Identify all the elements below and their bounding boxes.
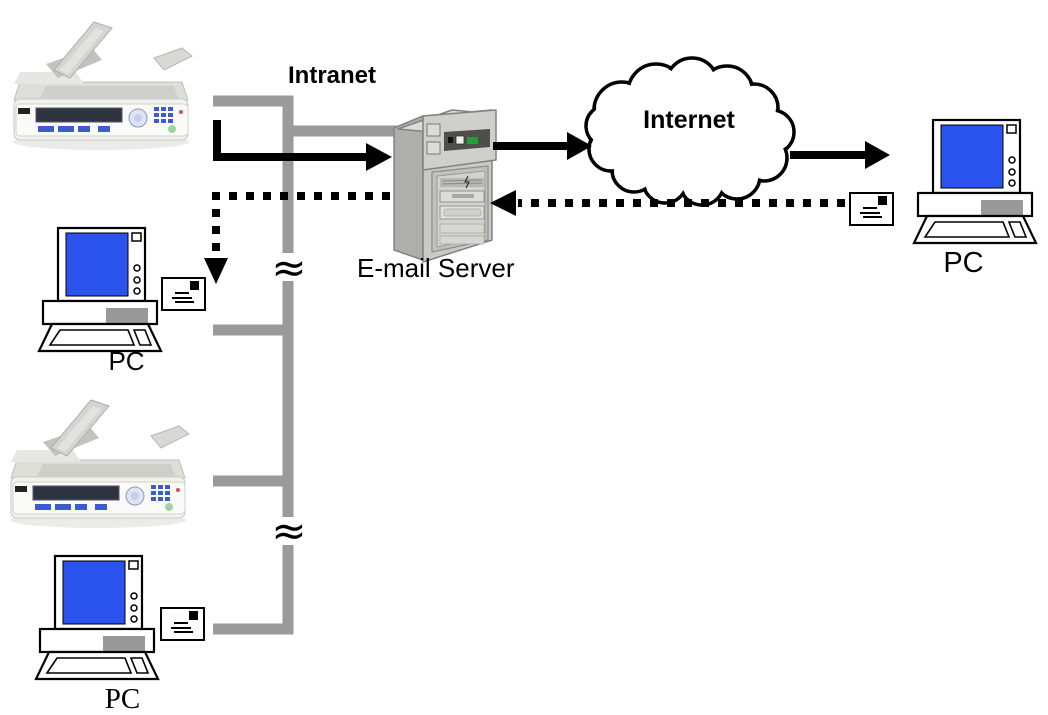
- email-server-label: E-mail Server: [357, 253, 515, 283]
- bus-bottom-segment: [213, 545, 294, 635]
- envelope-stamp: [190, 281, 199, 290]
- tower-server-icon: [393, 109, 497, 263]
- intranet-bus-lines: [213, 95, 398, 635]
- internet-label: Internet: [643, 106, 735, 134]
- pc-vent: [103, 636, 145, 651]
- pc-left-middle-label: PC: [108, 346, 145, 376]
- dotted-arrow-server-to-pc-left: [204, 192, 390, 284]
- pc-right-label: PC: [943, 247, 984, 279]
- desktop-pc-icon: [37, 226, 163, 353]
- internet-cloud-icon: [584, 56, 796, 207]
- bus-top-stub: [213, 95, 294, 253]
- email-envelope-icon: [849, 192, 894, 226]
- envelope-stamp: [878, 196, 887, 205]
- dotted-arrow-envelope-to-server: [490, 190, 845, 216]
- pc-vent: [106, 308, 148, 323]
- solid-arrow-server-to-cloud: [493, 132, 592, 160]
- email-envelope-icon: [160, 607, 205, 641]
- pc-screen: [62, 560, 126, 625]
- pc-bottom-label: PC: [104, 683, 141, 715]
- bus-break-symbol: ≈: [271, 506, 306, 555]
- solid-arrow-scanner-to-server: [213, 120, 392, 171]
- intranet-label: Intranet: [288, 62, 377, 89]
- pc-vent: [981, 200, 1023, 215]
- flatbed-scanner-icon: [13, 21, 193, 150]
- email-envelope-icon: [161, 277, 206, 311]
- solid-arrow-cloud-to-pc: [790, 141, 890, 169]
- pc-screen: [940, 124, 1004, 189]
- envelope-stamp: [189, 611, 198, 620]
- pc-screen: [65, 232, 129, 297]
- bus-break-symbol: ≈: [271, 243, 306, 292]
- desktop-pc-icon: [912, 118, 1038, 245]
- flatbed-scanner-icon: [10, 399, 190, 528]
- desktop-pc-icon: [34, 554, 160, 681]
